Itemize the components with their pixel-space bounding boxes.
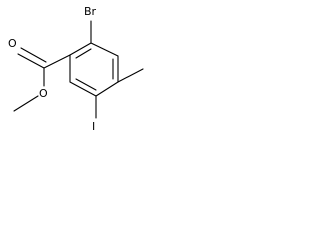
carbonyl-oxygen-label: O [8, 37, 17, 50]
chemical-structure-diagram: Br I O O [8, 5, 144, 133]
ring-bond-c2-c3 [90, 42, 119, 57]
bromine-label: Br [84, 5, 97, 18]
ester-oxygen-label: O [39, 87, 48, 100]
bond-carbonyl-double-1 [17, 53, 45, 69]
ring-bond-c4-c5 [95, 81, 119, 97]
ring-bond-c1-c2 [69, 42, 92, 56]
iodine-label: I [92, 120, 95, 133]
bond-carbonyl-double-2 [20, 47, 47, 63]
ring-double-bond-c1-c2 [75, 48, 92, 59]
bond-c4-methyl [117, 68, 144, 83]
bond-ring-carbonyl-carbon [43, 54, 71, 69]
ring-double-bond-c5-c6 [75, 78, 97, 91]
ring-bond-c5-c6 [69, 81, 97, 97]
bond-ester-o-methyl [13, 95, 39, 112]
